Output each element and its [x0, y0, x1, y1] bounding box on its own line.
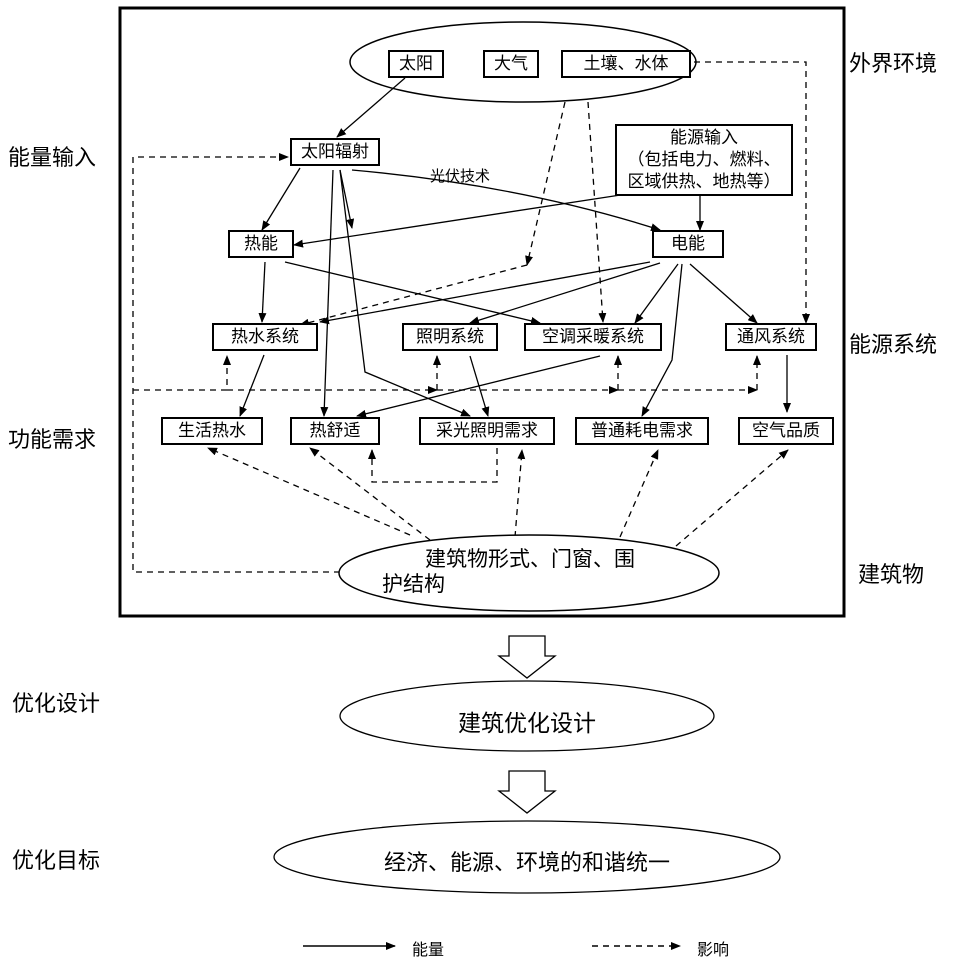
design-ellipse — [339, 680, 715, 752]
arrow-heat-hotwatersys — [258, 261, 267, 323]
building-text-line-1: 建筑物形式、门窗、围 — [425, 547, 635, 571]
hollow-arrow-1 — [497, 635, 557, 679]
arrow-electric-lighting — [469, 262, 661, 325]
outer-frame — [118, 6, 846, 618]
arrow-sun-radiation — [336, 77, 406, 138]
dash-lightingneed-comfort — [368, 448, 498, 483]
goal-ellipse — [273, 820, 781, 894]
dash-building-comfort — [309, 447, 431, 541]
label-function: 功能需求 — [8, 428, 97, 453]
arrow-lighting-lightingneed — [469, 355, 490, 417]
dash-building-airquality — [675, 449, 789, 547]
arrow-hotwatersys-hotwater — [239, 354, 265, 417]
arrow-radiation-lightingneed2 — [339, 169, 471, 417]
node-air-quality: 空气品质 — [738, 417, 834, 445]
label-opt-goal: 优化目标 — [12, 849, 101, 874]
hollow-arrow-2 — [497, 770, 557, 814]
dash-soil-hvac — [587, 101, 607, 323]
node-hvac-system: 空调采暖系统 — [524, 323, 662, 351]
arrow-input-heat — [293, 191, 641, 248]
arrow-heat-hvac — [284, 261, 541, 325]
arrow-radiation-lightingneed — [339, 169, 355, 229]
arrow-pv-electric — [351, 169, 661, 232]
dash-building-radiation — [132, 153, 340, 573]
design-text: 建筑优化设计 — [458, 711, 596, 737]
node-sun: 太阳 — [388, 50, 444, 78]
arrow-electric-hotwatersys — [319, 261, 651, 325]
label-energy-input: 能量输入 — [8, 146, 97, 171]
node-energy-input: 能源输入 （包括电力、燃料、 区域供热、地热等） — [615, 124, 793, 196]
building-ellipse — [338, 534, 720, 612]
node-soil-water: 土壤、水体 — [561, 50, 691, 78]
dash-env-hotwatersys — [525, 101, 566, 266]
building-text: 建筑物形式、门窗、围 护结构 — [360, 547, 700, 597]
arrow-radiation-comfort — [320, 169, 334, 417]
arrow-electric-vent — [689, 263, 758, 324]
node-electricity-need: 普通耗电需求 — [575, 417, 709, 445]
arrow-radiation-heat — [261, 167, 301, 231]
node-thermal-comfort: 热舒适 — [290, 417, 380, 445]
node-heat: 热能 — [228, 230, 294, 258]
label-opt-design: 优化设计 — [12, 692, 101, 717]
energy-input-line-3: 区域供热、地热等） — [627, 172, 781, 192]
node-solar-radiation: 太阳辐射 — [290, 138, 380, 166]
node-lighting-system: 照明系统 — [402, 323, 498, 351]
energy-input-line-1: 能源输入 — [670, 128, 738, 148]
legend-energy-label: 能量 — [412, 940, 445, 959]
node-hot-water-system: 热水系统 — [212, 323, 318, 351]
node-electric: 电能 — [652, 230, 724, 258]
label-pv-technology: 光伏技术 — [430, 167, 491, 185]
label-building: 建筑物 — [858, 563, 925, 588]
node-air: 大气 — [483, 50, 539, 78]
dash-loop-hotwatersys — [133, 355, 231, 391]
energy-input-line-2: （包括电力、燃料、 — [627, 150, 781, 170]
dash-building-electricneed — [619, 449, 659, 538]
building-text-line-2: 护结构 — [382, 572, 445, 596]
node-ventilation-system: 通风系统 — [725, 323, 817, 351]
legend-influence-label: 影响 — [697, 940, 730, 959]
goal-text: 经济、能源、环境的和谐统一 — [383, 851, 670, 876]
dash-soil-vent — [694, 61, 810, 324]
dash-building-hotwater — [207, 447, 411, 536]
arrow-electric-hvac — [634, 263, 679, 324]
dash-building-lightingneed — [514, 449, 526, 538]
node-lighting-need: 采光照明需求 — [419, 417, 555, 445]
label-external-env: 外界环境 — [849, 52, 938, 77]
arrow-electric-electricneed — [641, 263, 683, 417]
node-domestic-hot-water: 生活热水 — [161, 417, 263, 445]
label-energy-system: 能源系统 — [849, 333, 938, 358]
